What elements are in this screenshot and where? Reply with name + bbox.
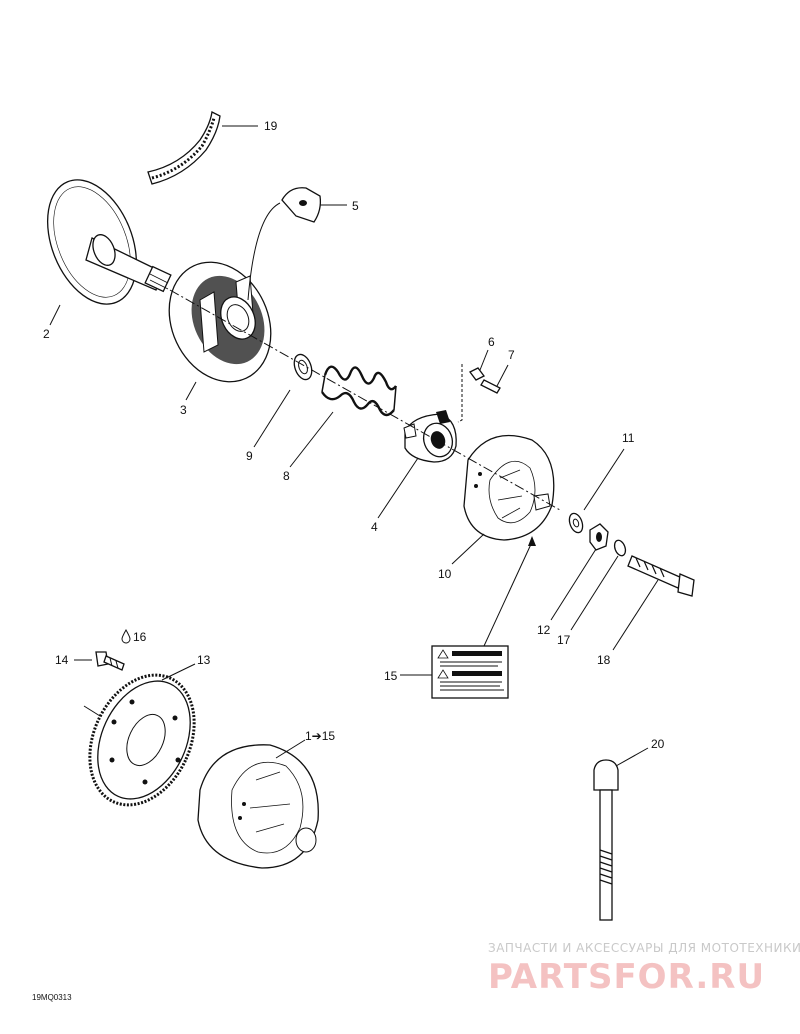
part-1-drive-pulley-assembly (197, 744, 319, 869)
part-13-ring-gear (83, 673, 196, 807)
part-14-screw (95, 651, 125, 671)
callout-12: 12 (537, 623, 551, 637)
callout-18: 18 (597, 653, 611, 667)
callout-10: 10 (438, 567, 452, 581)
leader-lines (49, 125, 659, 767)
part-18-bolt (627, 555, 695, 597)
part-5-slider-shoe (247, 187, 322, 301)
callout-6: 6 (488, 335, 495, 349)
part-8-spring (321, 365, 397, 417)
part-2-fixed-sheave (46, 179, 172, 305)
callout-8: 8 (283, 469, 290, 483)
part-12-nut (589, 523, 609, 551)
watermark-logo: PARTSFOR.RU (488, 957, 765, 997)
drop-icon (121, 628, 131, 644)
part-11-washer (568, 512, 584, 534)
warning-icon (437, 649, 449, 679)
part-15-warning-label (431, 645, 509, 699)
part-4-cam (403, 410, 457, 463)
assembly-axis-line (169, 289, 561, 511)
callout-7: 7 (508, 348, 515, 362)
callout-11: 11 (622, 431, 635, 445)
callout-14: 14 (55, 653, 69, 667)
callout-16: 16 (133, 630, 147, 644)
callout-15: 15 (384, 669, 398, 683)
part-10-governor-cup (463, 434, 555, 541)
callout-20: 20 (651, 737, 665, 751)
callout-1-15: 1➔15 (305, 729, 335, 743)
callout-17: 17 (557, 633, 571, 647)
part-17-lock-washer (613, 539, 627, 557)
part-3-sliding-sheave (168, 261, 272, 383)
callout-3: 3 (180, 403, 187, 417)
part-20-long-bolt (593, 759, 619, 921)
callout-5: 5 (352, 199, 359, 213)
part-19-belt (147, 111, 221, 185)
callout-9: 9 (246, 449, 253, 463)
callout-13: 13 (197, 653, 211, 667)
callout-4: 4 (371, 520, 378, 534)
part-6-7-screw (457, 364, 501, 423)
part-9-spring-seat (293, 353, 313, 381)
drawing-code: 19MQ0313 (32, 993, 72, 1002)
callout-2: 2 (43, 327, 50, 341)
watermark-tagline: ЗАПЧАСТИ И АКСЕССУАРЫ ДЛЯ МОТОТЕХНИКИ (488, 941, 800, 955)
callout-19: 19 (264, 119, 278, 133)
